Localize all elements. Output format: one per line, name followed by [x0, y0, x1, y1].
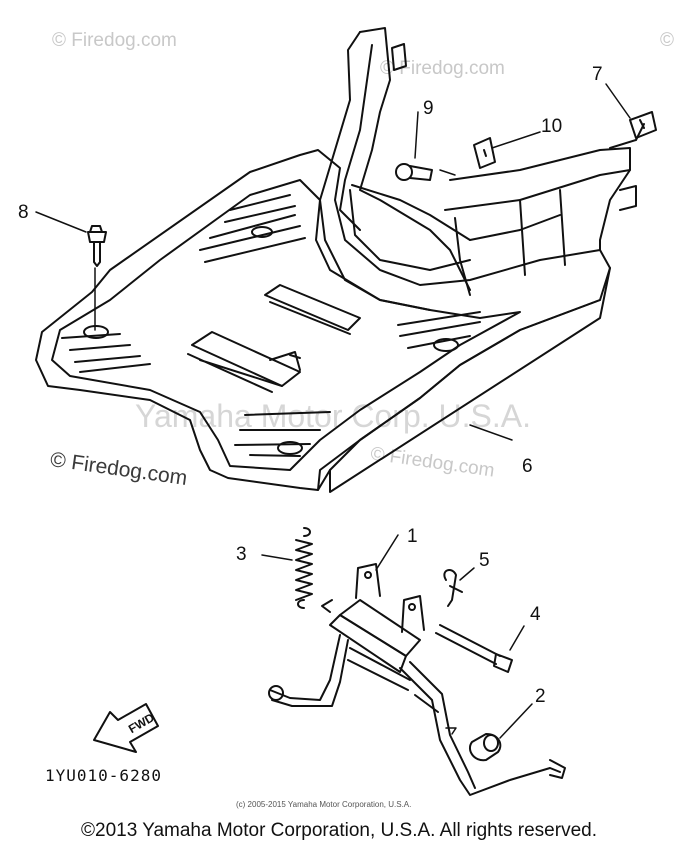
watermark-top-right: © — [660, 30, 674, 51]
callout-10: 10 — [541, 116, 563, 137]
screw-8 — [35, 211, 107, 331]
leg-shield-part — [319, 27, 657, 311]
spring-part — [261, 527, 313, 609]
callout-5: 5 — [479, 550, 490, 571]
screw-9 — [395, 111, 456, 181]
fwd-arrow-icon — [93, 703, 159, 753]
callout-9: 9 — [423, 98, 434, 119]
callout-4: 4 — [530, 604, 541, 625]
small-copyright: (c) 2005-2015 Yamaha Motor Corporation, … — [236, 800, 412, 809]
callout-7: 7 — [592, 64, 603, 85]
part-code: 1YU010-6280 — [45, 766, 162, 785]
callout-1: 1 — [407, 526, 418, 547]
callout-2: 2 — [535, 686, 546, 707]
bushing-part — [445, 703, 533, 762]
watermark-top-center: © Firedog.com — [380, 58, 505, 79]
callout-6: 6 — [522, 456, 533, 477]
callout-3: 3 — [236, 544, 247, 565]
callout-8: 8 — [18, 202, 29, 223]
center-stand-part — [268, 534, 566, 796]
watermark-top-left: © Firedog.com — [52, 30, 177, 51]
footboard-part — [35, 149, 611, 493]
pin-part — [435, 624, 525, 673]
footer-copyright: ©2013 Yamaha Motor Corporation, U.S.A. A… — [81, 820, 597, 841]
clip-part — [443, 567, 475, 607]
